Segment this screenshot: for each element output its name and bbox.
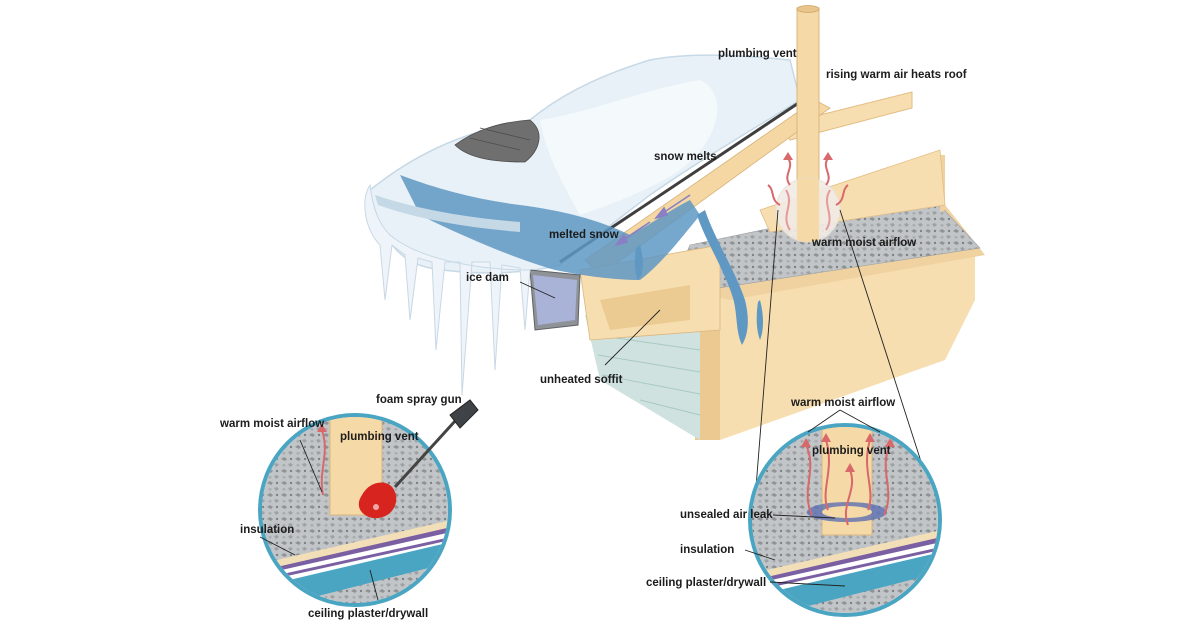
drip-1 <box>634 245 643 280</box>
drip-3 <box>756 300 763 340</box>
snowmelt-arrows <box>613 194 691 247</box>
label-plumbing-vent-top: plumbing vent <box>718 48 797 60</box>
roof-snow-highlight <box>540 80 718 215</box>
label-warm-moist-airflow-main: warm moist airflow <box>811 237 916 249</box>
vent-pipe-top <box>796 5 820 13</box>
label-right-plumbing-vent: plumbing vent <box>812 445 891 457</box>
label-right-ceiling: ceiling plaster/drywall <box>646 577 766 589</box>
label-left-ceiling: ceiling plaster/drywall <box>308 608 428 620</box>
labels: plumbing vent rising warm air heats roof… <box>219 48 967 620</box>
snow-edge-shadow <box>375 195 520 232</box>
left-inset-sealed-vent <box>258 399 479 607</box>
right-inset-unsealed-leak <box>748 423 942 617</box>
gutter-ice <box>533 275 577 325</box>
soffit-opening <box>600 285 690 330</box>
foam-spray-gun <box>393 399 479 489</box>
icicles <box>364 183 531 396</box>
label-unheated-soffit: unheated soffit <box>540 374 623 386</box>
label-rising-warm-air: rising warm air heats roof <box>826 69 967 81</box>
label-right-warm-moist-airflow: warm moist airflow <box>790 397 895 409</box>
zoom-lines <box>754 209 936 506</box>
label-left-insulation: insulation <box>240 524 294 536</box>
label-left-plumbing-vent: plumbing vent <box>340 431 419 443</box>
label-snow-melts: snow melts <box>654 151 717 163</box>
vent-airflow-detail <box>775 177 841 243</box>
label-left-warm-moist-airflow: warm moist airflow <box>219 418 324 430</box>
house-side-wall <box>695 255 975 440</box>
drip-2 <box>697 210 748 345</box>
label-right-unsealed-air-leak: unsealed air leak <box>680 509 773 521</box>
label-right-insulation: insulation <box>680 544 734 556</box>
leader-lines <box>259 281 881 601</box>
label-melted-snow: melted snow <box>549 229 619 241</box>
label-foam-spray-gun: foam spray gun <box>376 394 462 406</box>
rising-warm-air-arrows <box>767 152 849 206</box>
label-ice-dam: ice dam <box>466 272 509 284</box>
house-roof-illustration <box>364 5 985 440</box>
melt-water-stream <box>400 175 700 280</box>
